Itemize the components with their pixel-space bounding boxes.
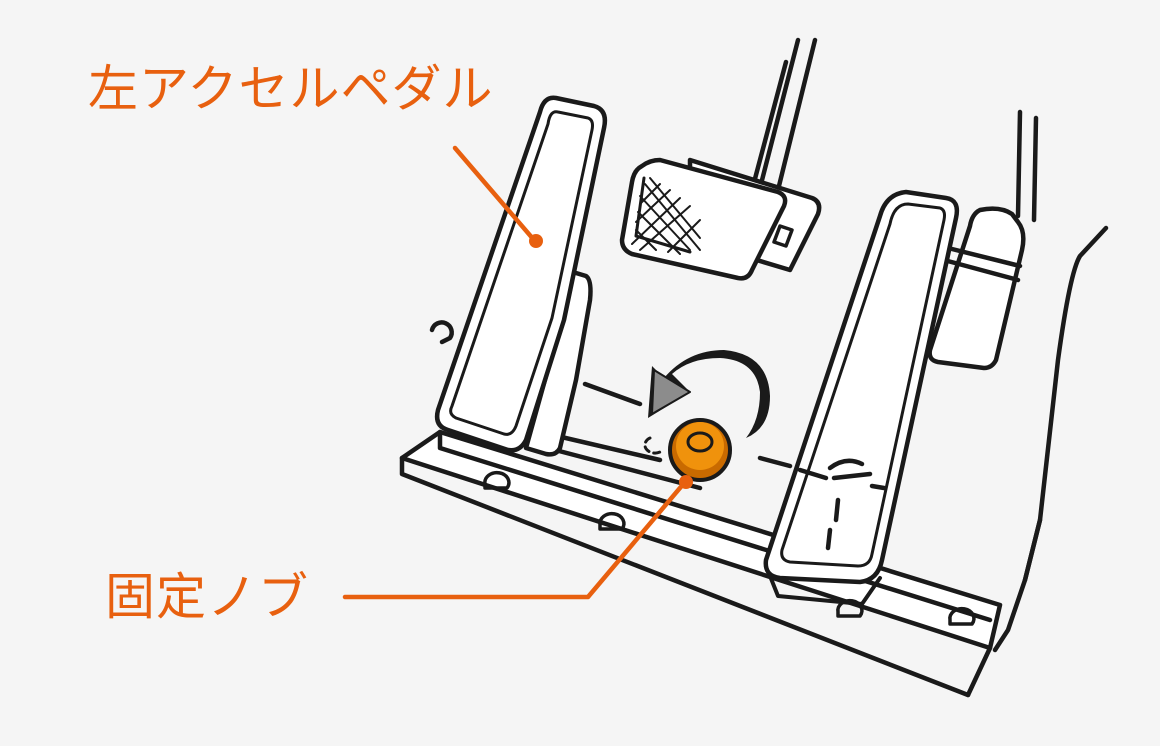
brake-pedal <box>619 37 822 281</box>
left-accel-pedal-label: 左アクセルペダル <box>88 60 494 118</box>
fixing-knob <box>668 418 732 482</box>
right-rail <box>927 109 1039 371</box>
callout-line-accel <box>452 145 537 243</box>
base-plate <box>399 429 1003 698</box>
fixing-knob-label: 固定ノブ <box>105 568 309 626</box>
callout-lines <box>342 145 693 600</box>
brake-pad-texture <box>631 177 701 255</box>
callout-dot-accel <box>529 234 543 248</box>
right-frame <box>992 225 1109 653</box>
callout-line-knob <box>342 479 688 600</box>
counterclockwise-arrow-icon <box>648 350 770 438</box>
right-pedal <box>763 189 960 606</box>
callout-dot-knob <box>679 475 693 489</box>
left-accel-pedal <box>434 95 608 457</box>
mounting-bolts <box>483 470 976 626</box>
